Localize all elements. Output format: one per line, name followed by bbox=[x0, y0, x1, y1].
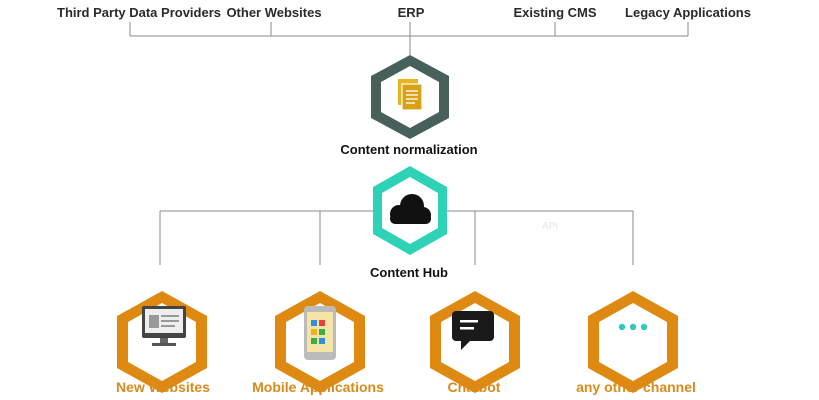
channel-node-any-other bbox=[588, 291, 678, 393]
api-label: API bbox=[541, 221, 559, 232]
source-connectors bbox=[129, 22, 689, 55]
documents-icon bbox=[398, 79, 423, 111]
smartphone-icon bbox=[304, 306, 336, 360]
hub-node bbox=[373, 166, 447, 255]
channel-label-any-other: any other channel bbox=[576, 379, 696, 395]
normalization-node bbox=[371, 55, 449, 139]
source-label-other-websites: Other Websites bbox=[226, 5, 322, 20]
chat-bubble-icon bbox=[452, 311, 494, 350]
monitor-icon bbox=[142, 306, 186, 346]
channel-label-chatbot: Chatbot bbox=[447, 379, 501, 395]
channel-label-new-websites: New Websites bbox=[116, 379, 210, 395]
channel-node-new-websites bbox=[117, 291, 207, 393]
ellipsis-icon bbox=[618, 323, 648, 331]
source-label-third-party: Third Party Data Providers bbox=[57, 5, 221, 20]
channel-node-mobile-apps bbox=[275, 291, 365, 393]
source-label-legacy: Legacy Applications bbox=[625, 5, 751, 20]
source-label-existing-cms: Existing CMS bbox=[513, 5, 597, 20]
cloud-icon bbox=[390, 194, 431, 224]
channel-label-mobile-apps: Mobile Applications bbox=[252, 379, 384, 395]
channel-node-chatbot bbox=[430, 291, 520, 393]
normalization-label: Content normalization bbox=[340, 142, 478, 157]
source-label-erp: ERP bbox=[397, 5, 425, 20]
hub-label: Content Hub bbox=[370, 265, 448, 280]
